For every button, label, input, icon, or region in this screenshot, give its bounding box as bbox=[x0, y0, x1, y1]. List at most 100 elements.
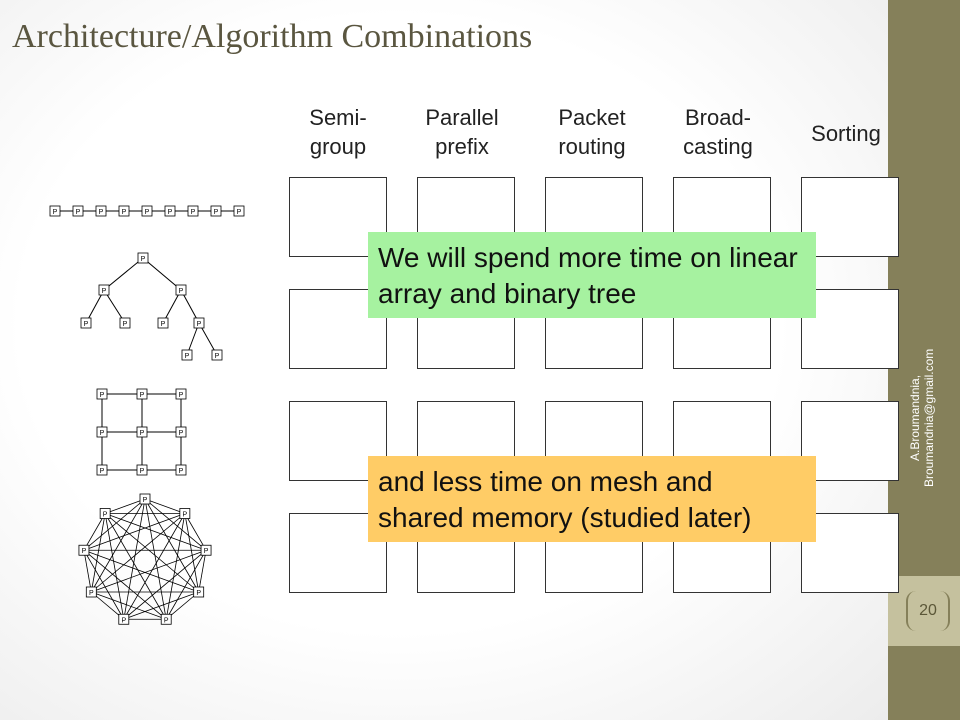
mesh-node-1-1: P bbox=[136, 426, 148, 438]
shared-memory-link bbox=[123, 549, 207, 620]
svg-text:P: P bbox=[204, 548, 209, 555]
column-header-semigroup: Semi- group bbox=[309, 105, 367, 159]
shared-memory-link bbox=[123, 591, 199, 620]
shared-memory-link bbox=[104, 513, 125, 620]
svg-text:P: P bbox=[140, 430, 145, 437]
svg-text:P: P bbox=[100, 392, 105, 399]
shared-memory-link bbox=[83, 513, 106, 551]
shared-memory-node-4: P bbox=[160, 613, 172, 625]
svg-text:P: P bbox=[179, 392, 184, 399]
shared-memory-link bbox=[91, 591, 167, 620]
topology-diagrams: P P P P P P P P P P P P P P P P P P P P P P P P P P P P P P P P P P P P bbox=[49, 205, 245, 625]
mesh-node-1-0: P bbox=[96, 426, 108, 438]
svg-text:P: P bbox=[215, 353, 220, 360]
grid-cell-mesh-5 bbox=[801, 401, 899, 481]
svg-text:P: P bbox=[179, 430, 184, 437]
shared-memory-link bbox=[105, 513, 207, 551]
binary-tree-edge bbox=[162, 289, 182, 324]
linear-array-node-2: P bbox=[95, 205, 107, 217]
svg-text:P: P bbox=[102, 288, 107, 295]
binary-tree-node-h: P bbox=[181, 349, 193, 361]
shared-memory-link bbox=[144, 498, 185, 514]
svg-text:P: P bbox=[76, 209, 81, 216]
binary-tree-node-f: P bbox=[157, 317, 169, 329]
svg-text:P: P bbox=[100, 430, 105, 437]
binary-tree-edge bbox=[85, 289, 105, 324]
linear-array-node-7: P bbox=[210, 205, 222, 217]
shared-memory-link bbox=[83, 549, 167, 620]
column-header-parallel-prefix: Parallel prefix bbox=[425, 105, 499, 159]
svg-text:P: P bbox=[185, 353, 190, 360]
linear-array-node-0: P bbox=[49, 205, 61, 217]
column-header-packet-routing: Packet routing bbox=[558, 105, 626, 159]
author-credit: A.Broumandnia, Broumandnia@gmail.com bbox=[908, 348, 936, 488]
linear-array-node-8: P bbox=[233, 205, 245, 217]
svg-text:P: P bbox=[121, 617, 126, 624]
svg-text:P: P bbox=[123, 321, 128, 328]
mesh-node-1-2: P bbox=[175, 426, 187, 438]
svg-text:P: P bbox=[53, 209, 58, 216]
shared-memory-link bbox=[123, 498, 146, 620]
shared-memory-link bbox=[91, 549, 207, 593]
binary-tree-node-c: P bbox=[175, 284, 187, 296]
svg-text:P: P bbox=[82, 548, 87, 555]
svg-text:P: P bbox=[122, 209, 127, 216]
shared-memory-node-0: P bbox=[139, 493, 151, 505]
shared-memory-link bbox=[198, 550, 207, 593]
column-header-sorting: Sorting bbox=[811, 121, 881, 146]
shared-memory-node-8: P bbox=[99, 508, 111, 519]
shared-memory-link bbox=[165, 513, 186, 620]
binary-tree-node-g: P bbox=[193, 317, 205, 329]
shared-memory-link bbox=[165, 550, 207, 620]
svg-text:P: P bbox=[143, 497, 148, 504]
svg-text:P: P bbox=[145, 209, 150, 216]
svg-text:P: P bbox=[141, 256, 146, 263]
svg-text:P: P bbox=[179, 468, 184, 475]
shared-memory-node-5: P bbox=[118, 613, 130, 625]
shared-memory-node-6: P bbox=[85, 586, 97, 598]
shared-memory-link bbox=[83, 550, 125, 620]
svg-text:P: P bbox=[140, 392, 145, 399]
mesh-node-0-2: P bbox=[175, 388, 187, 400]
shared-memory-link bbox=[184, 513, 207, 551]
svg-text:P: P bbox=[196, 590, 201, 597]
svg-text:P: P bbox=[89, 590, 94, 597]
shared-memory-link bbox=[144, 498, 207, 551]
shared-memory-node-1: P bbox=[179, 508, 191, 519]
svg-text:P: P bbox=[179, 288, 184, 295]
grid-cell-linear-array-5 bbox=[801, 177, 899, 257]
binary-tree-edge bbox=[103, 289, 126, 324]
shared-memory-link bbox=[144, 498, 200, 593]
svg-text:P: P bbox=[191, 209, 196, 216]
shared-memory-link bbox=[104, 513, 167, 620]
svg-text:P: P bbox=[237, 209, 242, 216]
shared-memory-node-7: P bbox=[78, 544, 90, 556]
binary-tree-edge bbox=[180, 289, 200, 324]
callout-linear-tree: We will spend more time on linear array … bbox=[368, 232, 816, 318]
binary-tree-node-e: P bbox=[119, 317, 131, 329]
binary-tree-node-b: P bbox=[98, 284, 110, 296]
shared-memory-link bbox=[184, 513, 200, 593]
svg-text:P: P bbox=[103, 512, 108, 519]
shared-memory-link bbox=[105, 498, 146, 514]
grid-cell-binary-tree-5 bbox=[801, 289, 899, 369]
linear-array-node-5: P bbox=[164, 205, 176, 217]
callout-mesh-shared: and less time on mesh and shared memory … bbox=[368, 456, 816, 542]
svg-text:P: P bbox=[197, 321, 202, 328]
svg-text:P: P bbox=[84, 321, 89, 328]
shared-memory-link bbox=[144, 498, 167, 620]
shared-memory-link bbox=[91, 591, 125, 620]
mesh-node-2-2: P bbox=[175, 464, 187, 476]
slide-title: Architecture/Algorithm Combinations bbox=[12, 18, 533, 55]
mesh-node-0-1: P bbox=[136, 388, 148, 400]
svg-text:P: P bbox=[183, 512, 188, 519]
shared-memory-link bbox=[83, 549, 199, 593]
mesh-node-2-0: P bbox=[96, 464, 108, 476]
mesh-node-0-0: P bbox=[96, 388, 108, 400]
shared-memory-link bbox=[123, 513, 186, 620]
svg-text:P: P bbox=[99, 209, 104, 216]
binary-tree-edge bbox=[103, 257, 144, 291]
svg-text:P: P bbox=[140, 468, 145, 475]
linear-array-node-4: P bbox=[141, 205, 153, 217]
shared-memory-node-2: P bbox=[200, 544, 212, 556]
